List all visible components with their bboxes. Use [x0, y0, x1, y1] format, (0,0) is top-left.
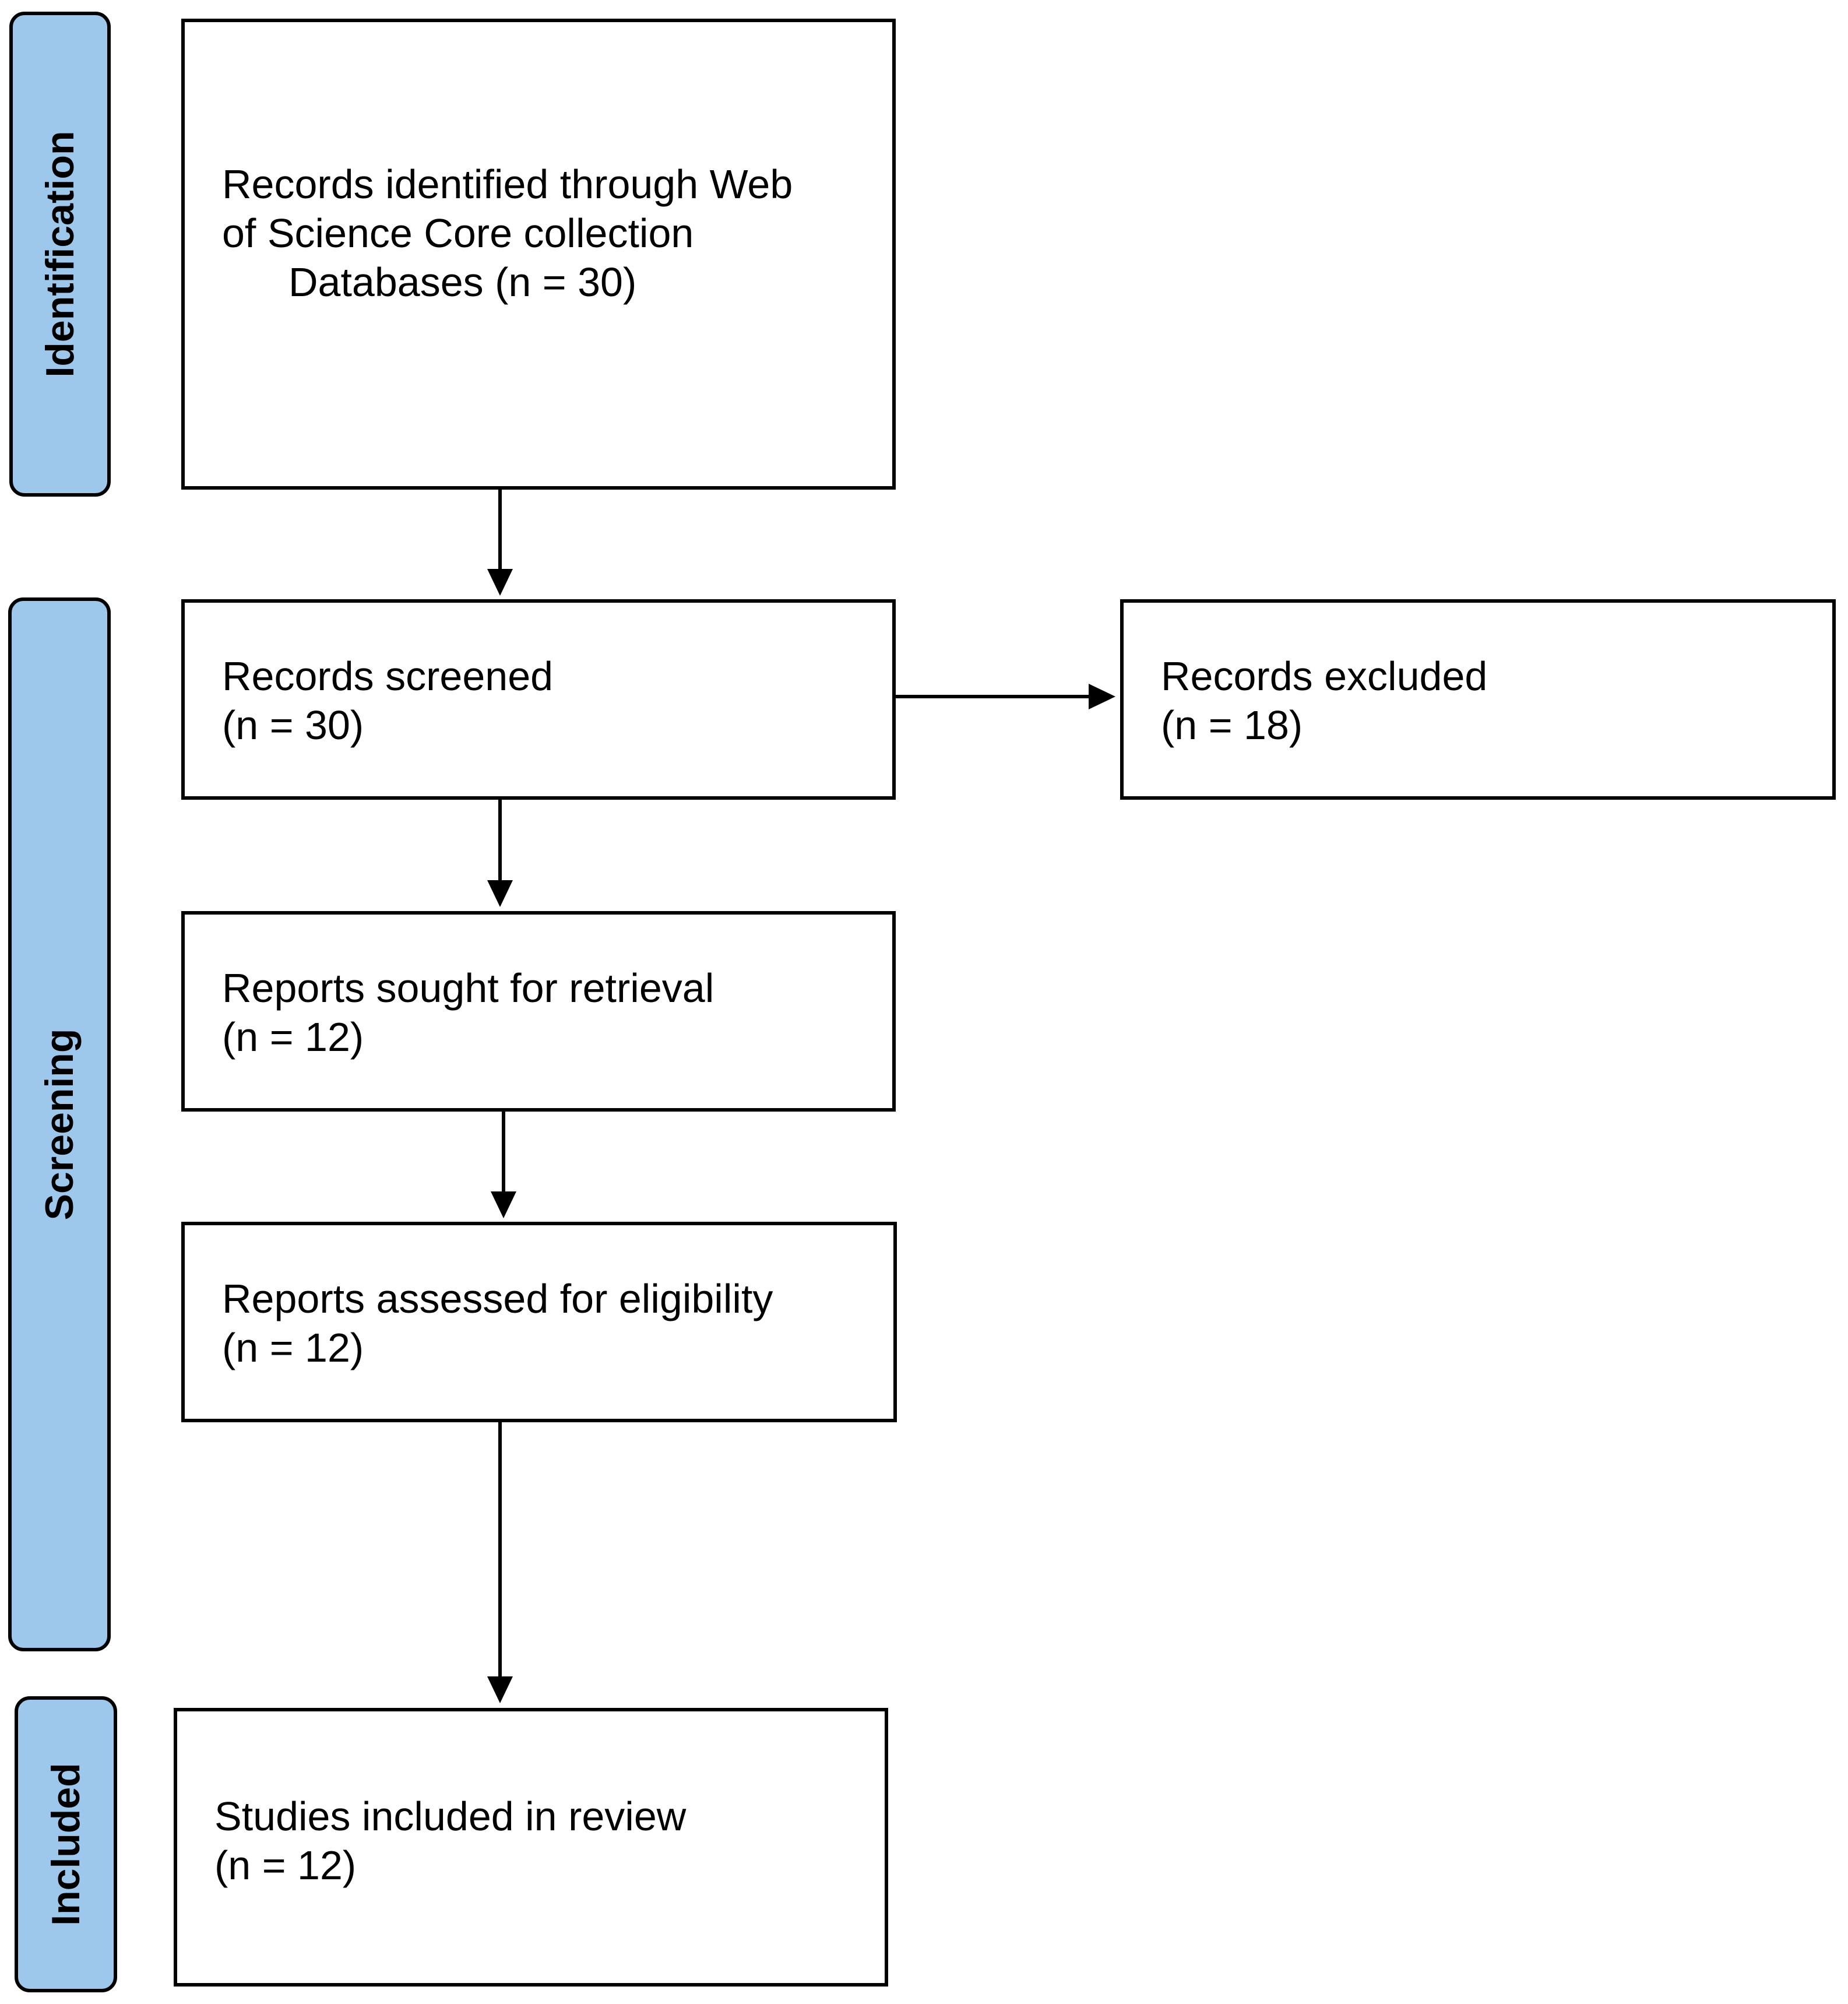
records-identified-box: Records identified through Web of Scienc…: [181, 19, 896, 490]
studies-included-line-1: Studies included in review: [214, 1794, 687, 1839]
phase-identification: Identification: [9, 12, 111, 497]
studies-included-box: Studies included in review (n = 12): [174, 1708, 888, 1987]
records-identified-line-3: Databases (n = 30): [288, 259, 637, 305]
records-screened-line-1: Records screened: [222, 653, 554, 699]
arrowhead-identified-to-screened: [487, 569, 513, 596]
records-screened-line-2: (n = 30): [222, 702, 364, 748]
reports-assessed-line-1: Reports assessed for eligibility: [222, 1276, 773, 1321]
reports-assessed-box: Reports assessed for eligibility (n = 12…: [181, 1222, 897, 1422]
records-excluded-box: Records excluded (n = 18): [1120, 599, 1836, 800]
phase-included: Included: [15, 1696, 117, 1992]
records-identified-line-1: Records identified through Web: [222, 161, 793, 207]
reports-sought-line-2: (n = 12): [222, 1014, 364, 1060]
arrowhead-assessed-to-included: [487, 1676, 513, 1703]
records-identified-line-2: of Science Core collection: [222, 210, 694, 256]
phase-screening: Screening: [8, 597, 111, 1651]
arrowhead-screened-to-sought: [487, 880, 513, 907]
arrowhead-sought-to-assessed: [491, 1191, 516, 1218]
reports-sought-box: Reports sought for retrieval (n = 12): [181, 911, 896, 1112]
reports-sought-line-1: Reports sought for retrieval: [222, 965, 714, 1011]
reports-assessed-line-2: (n = 12): [222, 1325, 364, 1370]
records-excluded-line-1: Records excluded: [1161, 653, 1488, 699]
records-excluded-line-2: (n = 18): [1161, 702, 1303, 748]
studies-included-line-2: (n = 12): [214, 1843, 357, 1888]
arrowhead-screened-to-excluded: [1089, 684, 1115, 709]
records-screened-box: Records screened (n = 30): [181, 599, 896, 800]
